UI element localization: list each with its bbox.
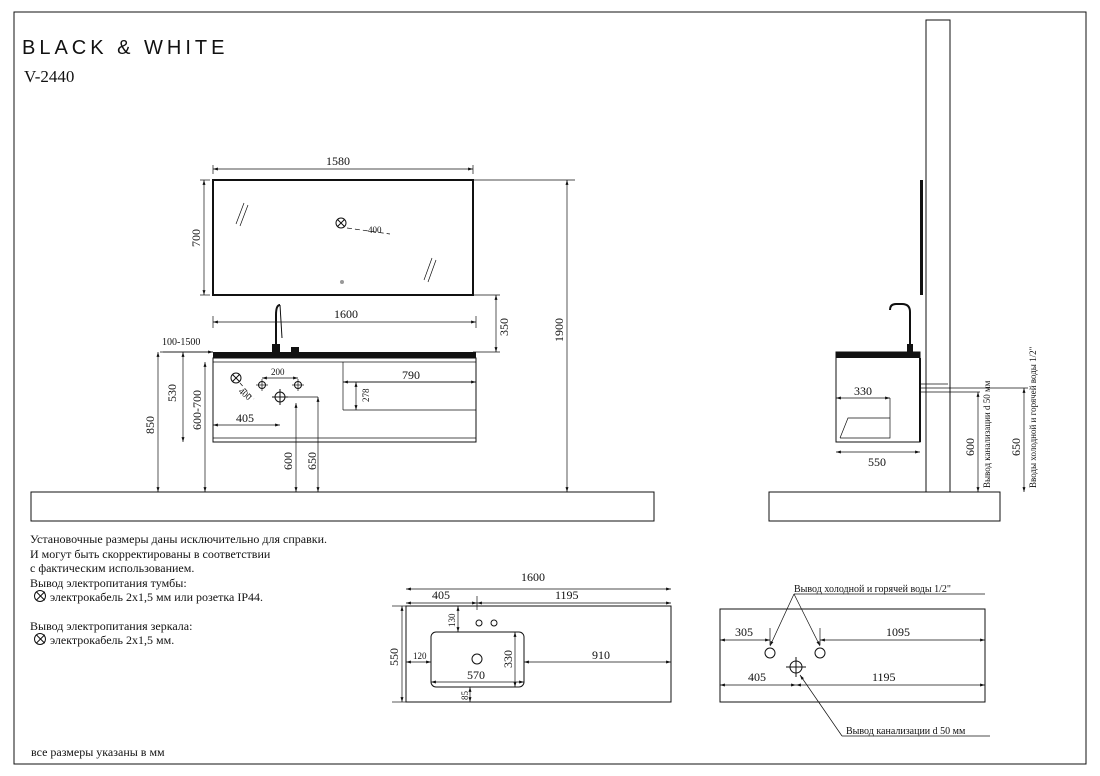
hot-water-inlet	[814, 647, 826, 659]
mirror-socket-dim: 400	[368, 225, 382, 235]
brand-logo: BLACK & WHITE	[22, 37, 228, 59]
top-countertop	[405, 605, 672, 703]
mirror-power-row: электрокабель 2х1,5 мм.	[30, 633, 390, 648]
cabinet-power-title: Вывод электропитания тумбы:	[30, 575, 187, 590]
mirror-socket-icon	[335, 217, 391, 235]
holes-dist-dim: 200	[271, 367, 285, 377]
top-view: 1600 405 1195 130 550 120 330 910 570 85	[387, 570, 672, 703]
side-height-650-dim: 650	[1009, 438, 1023, 456]
note-line-2: И могут быть скорректированы в соответст…	[30, 546, 271, 561]
top-width-dim: 1600	[521, 570, 545, 584]
side-height-600-dim: 600	[963, 438, 977, 456]
plumbing-water-label: Вывод холодной и горячей воды 1/2"	[794, 584, 951, 595]
socket-cross-icon	[34, 590, 46, 602]
cabinet-top	[213, 352, 476, 358]
mirror-power-title: Вывод электропитания зеркала:	[30, 618, 193, 633]
mirror-power-text: электрокабель 2х1,5 мм.	[50, 633, 175, 647]
mount-range-dim: 600-700	[190, 390, 204, 430]
note-line-1: Установочные размеры даны исключительно …	[30, 532, 328, 546]
faucet-side	[889, 303, 911, 352]
drain-height-dim: 600	[281, 452, 295, 470]
plumb-w405-dim: 405	[748, 670, 766, 684]
total-height-dim: 1900	[552, 318, 566, 342]
top-w910-dim: 910	[592, 648, 610, 662]
units-footer: все размеры указаны в мм	[31, 745, 165, 759]
mirror	[212, 179, 474, 296]
installation-notes: Установочные размеры даны исключительно …	[30, 532, 390, 648]
cabinet-socket-icon	[230, 372, 255, 400]
offset-range-dim: 100-1500	[162, 337, 200, 348]
top-hole-1	[475, 619, 483, 627]
plumb-w1095-dim: 1095	[886, 625, 910, 639]
faucet	[272, 304, 299, 352]
top-h85-dim: 85	[460, 691, 470, 701]
front-view: 400 1580 700 1900 350 1600	[30, 154, 655, 522]
plumb-w1195-dim: 1195	[872, 670, 896, 684]
cold-water-inlet	[764, 647, 776, 659]
plumbing-wall	[719, 608, 986, 703]
socket-cross-icon	[34, 633, 46, 645]
water-inlet-icons	[256, 379, 304, 391]
plumbing-drain-label: Вывод канализации d 50 мм	[846, 726, 966, 737]
top-drain	[471, 653, 483, 665]
cabinet-side	[835, 351, 921, 443]
mirror-side	[920, 180, 923, 295]
drawer-height-dim: 278	[361, 388, 371, 402]
drain-icon	[272, 389, 318, 405]
cabinet-width-dim: 1600	[334, 307, 358, 321]
drawing-frame	[13, 11, 1087, 765]
mirror-sensor	[340, 280, 344, 284]
height-850-dim: 850	[143, 416, 157, 434]
water-height-dim: 650	[305, 452, 319, 470]
side-depth-330-dim: 330	[854, 384, 872, 398]
top-basin	[430, 631, 525, 688]
side-view: 330 550 600 Вывод канализации d 50 мм 65…	[768, 19, 1038, 522]
side-floor	[768, 491, 1001, 522]
top-h130-dim: 130	[447, 613, 457, 627]
front-floor	[30, 491, 655, 522]
top-hole-2	[490, 619, 498, 627]
side-water-label: Вводы холодной и горячей воды 1/2"	[1028, 346, 1038, 488]
side-drain-label: Вывод канализации d 50 мм	[982, 380, 992, 488]
side-pipes	[920, 383, 1028, 393]
cabinet-side-top	[836, 352, 920, 358]
top-h330-dim: 330	[501, 650, 515, 668]
model-name: V-2440	[24, 67, 74, 86]
wall	[925, 19, 951, 493]
drain-offset-dim: 405	[236, 411, 254, 425]
top-w570-dim: 570	[467, 668, 485, 682]
top-right-dim: 1195	[555, 588, 579, 602]
plumbing-drain-icon	[786, 657, 806, 677]
gap-dim: 350	[497, 318, 511, 336]
cabinet-socket-dim: 400	[237, 386, 254, 403]
cabinet-body	[212, 357, 477, 443]
top-h550-dim: 550	[387, 648, 401, 666]
cabinet-height-dim: 530	[165, 384, 179, 402]
top-left-dim: 405	[432, 588, 450, 602]
plumb-w305-dim: 305	[735, 625, 753, 639]
plumbing-plan: Вывод холодной и горячей воды 1/2" 305 1…	[719, 584, 990, 737]
top-w120-dim: 120	[413, 651, 427, 661]
mirror-width-dim: 1580	[326, 154, 350, 168]
mirror-height-dim: 700	[189, 229, 203, 247]
drawer-width-dim: 790	[402, 368, 420, 382]
mirror-reflection-marks	[235, 202, 437, 283]
note-line-3: с фактическим использованием.	[30, 561, 195, 575]
cabinet-power-text: электрокабель 2х1,5 мм или розетка IP44.	[50, 590, 263, 604]
side-depth-550-dim: 550	[868, 455, 886, 469]
cabinet-power-row: электрокабель 2х1,5 мм или розетка IP44.	[30, 590, 390, 605]
